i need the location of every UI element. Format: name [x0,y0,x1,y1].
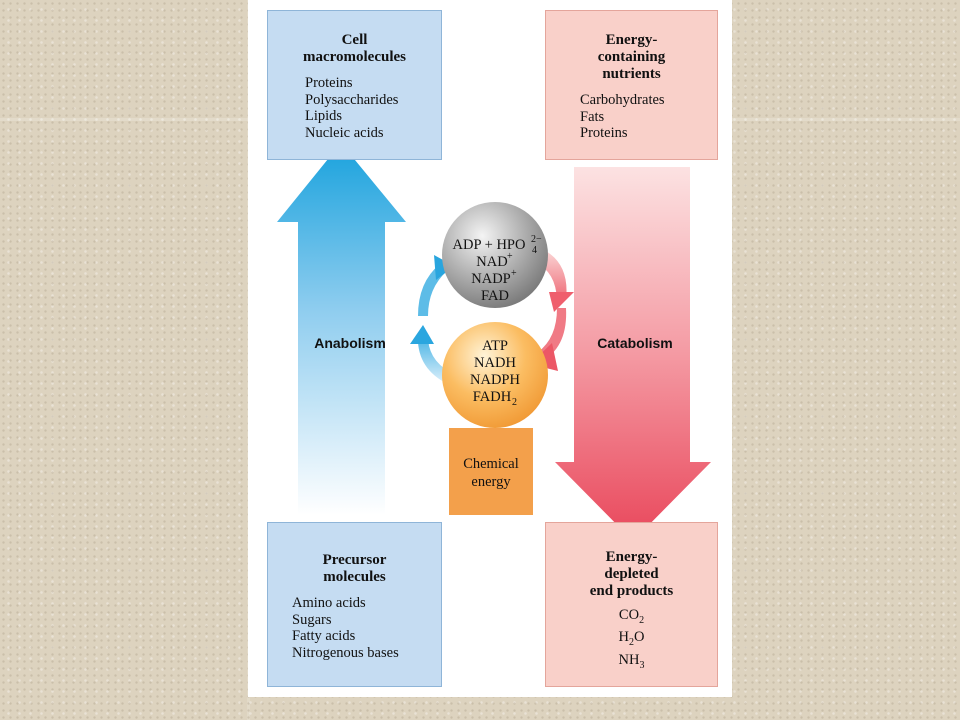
formula-sub: 2 [629,637,634,649]
hpo-superscript: 2− [531,234,542,245]
curve-arrow-left-up [417,334,450,382]
atp-circle [442,322,548,428]
title-line: Precursor [322,552,387,568]
list-item: Fatty acids [292,628,356,644]
curve-arrow-left-head [410,325,434,344]
title-line: end products [589,583,674,599]
precursor-molecules-box: Precursor molecules Amino acids Sugars F… [267,522,442,687]
nad-line: NAD [476,254,507,270]
list-item: Sugars [292,611,332,628]
end-products-box: Energy- depleted end products CO2 H2O NH… [545,522,718,687]
title-line: depleted [604,566,659,582]
title-line: Energy- [605,32,658,48]
title-line: nutrients [602,66,661,82]
fad-line: FAD [481,288,509,304]
list-item: Lipids [305,108,343,124]
catabolism-arrow [555,167,711,541]
energy-nutrients-list: Carbohydrates Fats Proteins [580,92,717,142]
chemical-energy-line2: energy [471,474,511,490]
nadp-line: NADP [471,271,510,287]
list-item: Proteins [580,125,628,141]
list-item: Amino acids [292,595,366,611]
fadh-line: FADH [473,389,512,405]
nadp-superscript: + [511,268,517,279]
chemical-energy-box [449,428,533,515]
curve-arrow-bottom-right [538,308,567,360]
end-products-list: CO2 H2O NH3 [546,607,717,674]
cell-macromolecules-title: Cell macromolecules [268,32,441,66]
title-line: macromolecules [302,49,407,65]
list-item: CO2 [546,607,717,629]
title-line: containing [597,49,666,65]
cell-macromolecules-list: Proteins Polysaccharides Lipids Nucleic … [305,75,441,141]
precursor-molecules-title: Precursor molecules [268,552,441,586]
chemical-energy-line1: Chemical [463,456,519,472]
cell-macromolecules-box: Cell macromolecules Proteins Polysacchar… [267,10,442,160]
title-line: molecules [323,569,386,585]
nadph-line: NADPH [470,372,520,388]
end-products-title: Energy- depleted end products [546,549,717,600]
precursor-molecules-list: Amino acids Sugars Fatty acids Nitrogeno… [292,595,441,661]
list-item: Carbohydrates [580,92,665,108]
title-line: Cell [341,32,368,48]
energy-nutrients-title: Energy- containing nutrients [546,32,717,83]
energy-nutrients-box: Energy- containing nutrients Carbohydrat… [545,10,718,160]
formula-main: H [618,629,629,646]
adp-circle [442,202,548,308]
metabolism-diagram: ADP + HPO 2− 4 NAD + NADP + FAD ATP NADH… [277,143,711,541]
formula-main: NH [618,651,640,668]
formula-main: CO [618,607,640,623]
formula-sub: 3 [639,659,645,671]
anabolism-arrow [277,143,406,515]
nadh-line: NADH [474,355,516,371]
atp-line: ATP [482,338,508,354]
list-item: H2O [546,629,717,651]
catabolism-label: Catabolism [597,335,672,351]
list-item: Nitrogenous bases [292,644,399,661]
curve-arrow-right-head [549,292,574,312]
fadh-subscript: 2 [512,397,517,408]
nad-superscript: + [507,251,513,262]
formula-tail: O [634,629,645,646]
formula-sub: 2 [639,614,645,626]
hpo-subscript: 4 [532,245,537,256]
list-item: NH3 [546,652,717,674]
adp-line: ADP + HPO [453,237,526,253]
list-item: Polysaccharides [305,91,399,108]
list-item: Nucleic acids [305,124,384,141]
list-item: Fats [580,108,605,125]
anabolism-label: Anabolism [314,335,386,351]
title-line: Energy- [605,549,658,565]
list-item: Proteins [305,75,353,91]
